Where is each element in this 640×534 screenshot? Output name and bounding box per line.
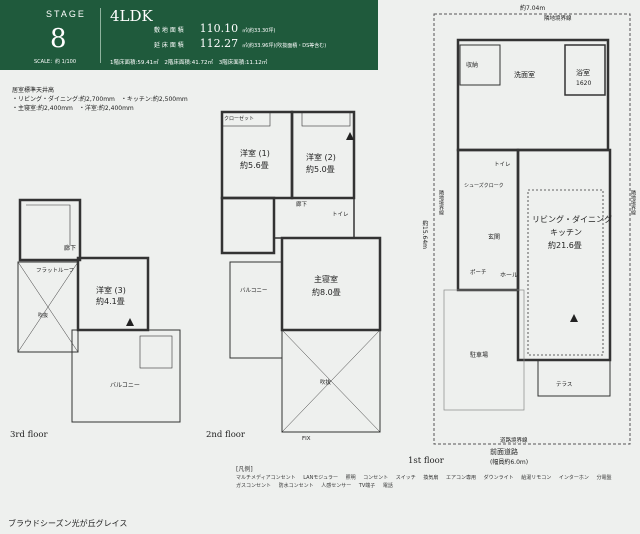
- floor1-ldk-label: リビング・ダイニング: [532, 215, 612, 224]
- floor1-entrance-label: 玄関: [488, 234, 501, 241]
- legend-item: ダウンライト: [483, 475, 514, 481]
- floor3-room-area: 約4.1畳: [96, 297, 125, 306]
- floor2-room1-label: 洋室 (1): [240, 149, 270, 158]
- floor1-entrance-block: [456, 148, 520, 292]
- legend-item: スイッチ: [395, 475, 416, 481]
- floor3-flat-roof-label: フラットルーフ: [36, 268, 75, 274]
- floor2-label: 2nd floor: [206, 430, 245, 440]
- floor1-hall-label: ホール: [500, 272, 519, 279]
- floor1-porch-label: ポーチ: [470, 270, 487, 276]
- legend-item: 換気扇: [423, 475, 439, 481]
- floor1-ldk-area: 約21.6畳: [548, 241, 582, 250]
- floor-area-value: 112.27: [199, 37, 239, 50]
- floor1-neighbor-right: 隣地境界線: [630, 190, 636, 215]
- floor2-room2-area: 約5.0畳: [306, 165, 335, 174]
- floor1-neighbor-left: 隣地境界線: [438, 190, 444, 215]
- legend-item: エアコン専用: [446, 475, 477, 481]
- notes-line-1: ・リビング・ダイニング:約2,700mm ・キッチン:約2,500mm: [12, 96, 188, 103]
- floor1-road-width: (幅員約6.0m): [490, 459, 529, 466]
- floor2-room2-label: 洋室 (2): [306, 153, 336, 162]
- site-area-row: 敷 地 面 積 110.10 ㎡(約33.30坪): [154, 22, 275, 35]
- legend-item: ガスコンセント: [236, 483, 272, 489]
- floor3-fukinuke-label: 吹抜: [38, 313, 49, 319]
- floor3-balcony-label: バルコニー: [110, 382, 140, 389]
- floor1-storage-label: 収納: [466, 62, 479, 69]
- notes-title: 居室標準天井高: [12, 87, 55, 94]
- floor1-toilet-label: トイレ: [494, 162, 511, 168]
- floor1-terrace: [537, 359, 611, 397]
- floor3-label: 3rd floor: [10, 430, 48, 440]
- floor1-ldk-floor: [527, 189, 604, 356]
- site-area-label: 敷 地 面 積: [154, 27, 184, 34]
- legend-item: マルチメディアコンセント: [236, 475, 296, 481]
- stage-number: 8: [50, 24, 67, 54]
- stage-label: STAGE: [46, 9, 86, 19]
- legend: [凡例] マルチメディアコンセント LANモジュラー 照明 コンセント スイッチ…: [236, 466, 636, 490]
- floor1-depth-dim: 約15.64m: [421, 220, 428, 250]
- legend-item: 照明: [345, 475, 356, 481]
- floor2-balcony: [229, 261, 283, 359]
- stage-header: STAGE 8 SCALE：約 1/100 4LDK 敷 地 面 積 110.1…: [0, 0, 378, 70]
- floor1-width-dim: 約7.04m: [520, 5, 546, 12]
- floor1-label: 1st floor: [408, 456, 444, 466]
- floor-area-row: 延 床 面 積 112.27 ㎡(約33.96坪)(吹抜面積・DS等含む): [154, 37, 326, 50]
- floor1-plan: [433, 13, 631, 445]
- floor1-parking-label: 駐車場: [470, 352, 489, 359]
- scale-text: SCALE：約 1/100: [34, 59, 77, 65]
- floor1-bath: [564, 44, 606, 96]
- floor1-storage: [459, 44, 501, 86]
- floor2-balcony-label: バルコニー: [240, 288, 268, 294]
- floor2-hall-label: 廊下: [296, 202, 308, 208]
- floor1-terrace-label: テラス: [556, 382, 573, 388]
- brand-name: ブラウドシーズン光が丘グレイス: [8, 519, 128, 528]
- legend-item: 人感センサー: [321, 483, 352, 489]
- legend-item: 防水コンセント: [278, 483, 314, 489]
- floor1-road-label: 前面道路: [490, 448, 518, 456]
- floor2-fix-label: FIX: [302, 436, 311, 442]
- floor1-washroom-label: 洗面室: [514, 71, 535, 79]
- floor1-road-line: 道路境界線: [500, 438, 528, 444]
- legend-item: インターホン: [558, 475, 589, 481]
- plan-type: 4LDK: [110, 7, 153, 25]
- site-area-value: 110.10: [199, 22, 239, 35]
- floor3-room-label: 洋室 (3): [96, 286, 126, 295]
- ceiling-notes: 居室標準天井高 ・リビング・ダイニング:約2,700mm ・キッチン:約2,50…: [12, 86, 222, 113]
- floor2-fukinuke: [281, 329, 381, 433]
- floor1-kitchen-label: キッチン: [550, 228, 582, 237]
- floor2-hall: [273, 197, 355, 239]
- legend-item: 給湯リモコン: [521, 475, 552, 481]
- floor2-stair: [220, 196, 276, 255]
- header-divider: [100, 8, 101, 63]
- floor2-fukinuke-label: 吹抜: [320, 380, 332, 386]
- floor3-stair-block: [18, 198, 82, 262]
- floor1-neighbor-top: 隣地境界線: [544, 16, 572, 22]
- legend-item: TV端子: [358, 483, 376, 489]
- floor2-closet-label: クローゼット: [224, 116, 255, 122]
- legend-title: [凡例]: [236, 466, 253, 473]
- legend-item: 電話: [382, 483, 393, 489]
- floor2-toilet-label: トイレ: [332, 212, 349, 218]
- legend-item: コンセント: [363, 475, 389, 481]
- legend-item: LANモジュラー: [303, 475, 338, 481]
- legend-item: 分電盤: [596, 475, 612, 481]
- floor-area-sub: ㎡(約33.96坪)(吹抜面積・DS等含む): [242, 43, 327, 49]
- floor1-bath-label: 浴室: [576, 69, 590, 77]
- floor3-plan: [17, 198, 181, 423]
- floor1-shoes-label: シューズクローク: [464, 183, 504, 189]
- floor2-master-area: 約8.0畳: [312, 288, 341, 297]
- site-area-sub: ㎡(約33.30坪): [242, 28, 276, 34]
- floor2-plan: [220, 110, 382, 433]
- floor-area-label: 延 床 面 積: [154, 42, 184, 49]
- floor-breakdown: 1階床面積:59.41㎡ 2階床面積:41.72㎡ 3階床面積:11.12㎡: [110, 60, 268, 66]
- floor3-hall-label: 廊下: [64, 245, 77, 252]
- floor1-bath-size: 1620: [576, 80, 592, 87]
- floor1-ldk: [516, 148, 612, 362]
- notes-line-2: ・主寝室:約2,400mm ・洋室:約2,400mm: [12, 105, 134, 112]
- floor1-parking: [443, 289, 525, 411]
- site-boundary: [433, 13, 631, 445]
- floor3-balcony: [71, 329, 181, 423]
- floor2-master-label: 主寝室: [314, 275, 338, 284]
- floor2-room1-area: 約5.6畳: [240, 161, 269, 170]
